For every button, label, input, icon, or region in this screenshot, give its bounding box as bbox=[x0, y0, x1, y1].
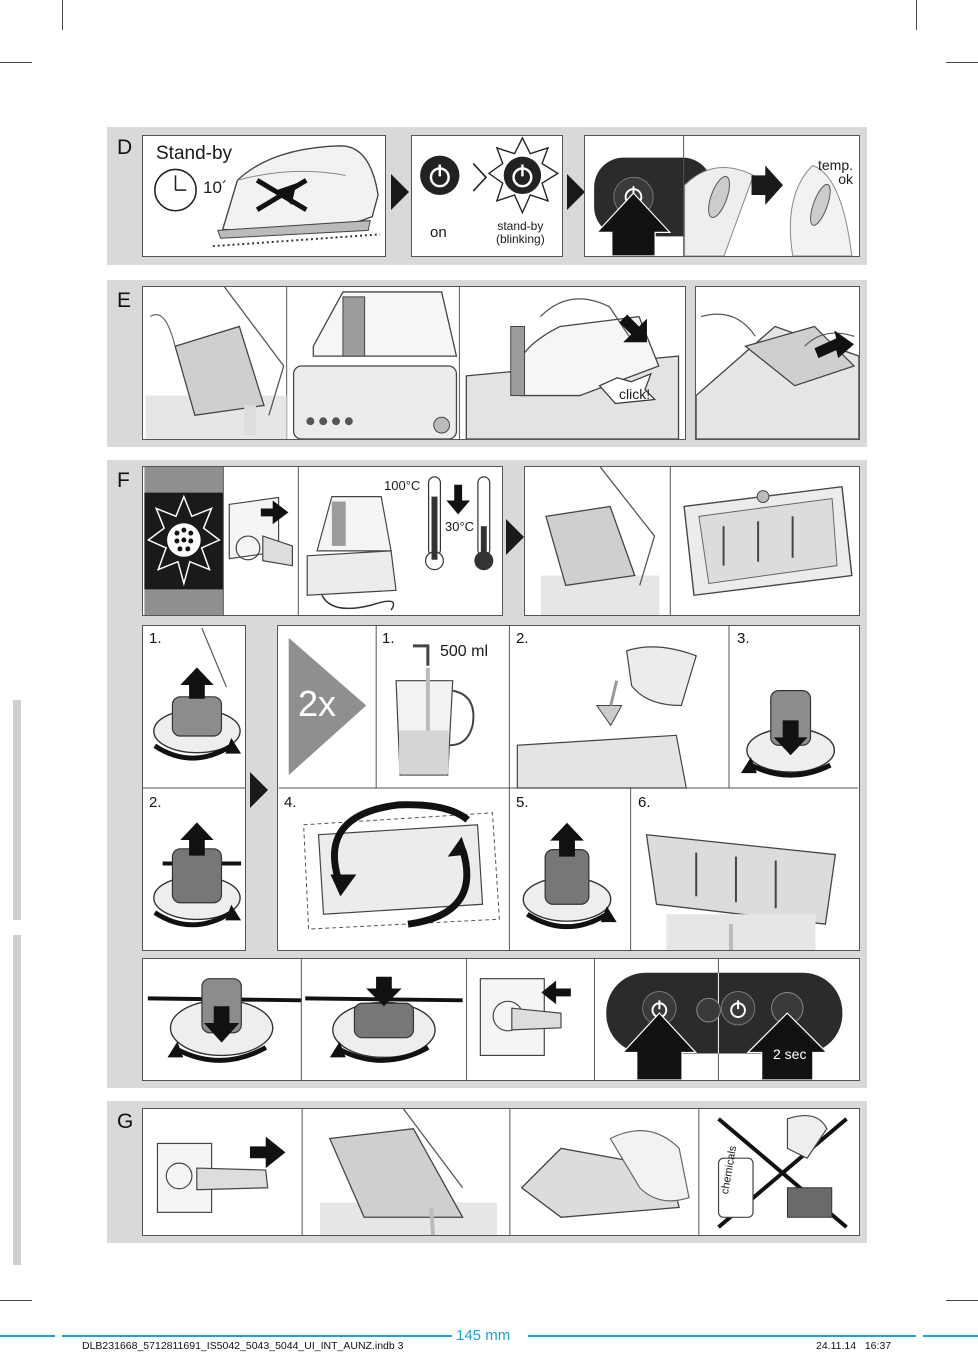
reassemble-illustration bbox=[147, 959, 843, 1080]
step-number: 3. bbox=[737, 630, 750, 647]
dimension-line bbox=[62, 1335, 452, 1337]
section-letter: E bbox=[117, 289, 132, 312]
date-time-label: 24.11.14 16:37 bbox=[816, 1340, 892, 1352]
timer-label: 10´ bbox=[203, 178, 228, 197]
standby-label: Stand-by bbox=[156, 143, 233, 164]
click-label: click! bbox=[619, 386, 651, 402]
next-arrow bbox=[506, 519, 524, 555]
cap-open-panel: 1. 2. bbox=[142, 625, 246, 951]
tank-insert-illustration bbox=[696, 313, 859, 439]
section-letter: G bbox=[117, 1110, 134, 1133]
dimension-line bbox=[0, 1335, 55, 1337]
crop-mark bbox=[916, 0, 917, 30]
temp-ok-label: temp. ok bbox=[817, 157, 853, 187]
power-button-panel: on stand-by (blinking) bbox=[411, 135, 563, 257]
tank-removal-panel: click! bbox=[142, 286, 686, 440]
step-number: 5. bbox=[516, 794, 529, 811]
crop-mark bbox=[0, 1300, 32, 1301]
step-number: 2. bbox=[149, 794, 162, 811]
width-label: 145 mm bbox=[456, 1327, 511, 1344]
section-e: E click! bbox=[107, 280, 867, 447]
next-arrow bbox=[567, 174, 585, 210]
dimension-line bbox=[528, 1335, 916, 1337]
section-g: G chemicals bbox=[107, 1101, 867, 1243]
cap-open-illustration bbox=[143, 627, 245, 928]
volume-label: 500 ml bbox=[440, 643, 489, 660]
temp-high-label: 100°C bbox=[384, 478, 421, 493]
on-label: on bbox=[430, 224, 447, 241]
section-d: D Stand-by 10´ on stand-by (bl bbox=[107, 127, 867, 265]
margin-bar bbox=[13, 935, 21, 1265]
descaling-cycle-panel: 2x 1. 500 ml 2. 3. 4. 5. 6. bbox=[277, 625, 860, 951]
step-number: 4. bbox=[284, 794, 297, 811]
tank-out-illustration bbox=[541, 467, 853, 615]
descaling-steps-illustration bbox=[278, 626, 859, 950]
section-f: F 100°C bbox=[107, 460, 867, 1088]
next-arrow bbox=[250, 772, 268, 808]
station-illustrations bbox=[145, 287, 680, 439]
crop-mark bbox=[62, 0, 63, 30]
standby-blinking-label: stand-by (blinking) bbox=[496, 219, 545, 246]
unplug-cool-panel: 100°C 30°C bbox=[142, 466, 503, 616]
reassemble-panel: 2 sec bbox=[142, 958, 860, 1081]
next-arrow bbox=[391, 174, 409, 210]
power-icons bbox=[420, 136, 560, 215]
crop-mark bbox=[946, 62, 978, 63]
button-press-panel: temp. ok bbox=[584, 135, 860, 257]
two-sec-label: 2 sec bbox=[773, 1046, 807, 1062]
section-letter: D bbox=[117, 136, 133, 159]
tank-insert-panel bbox=[695, 286, 860, 440]
step-number: 1. bbox=[149, 630, 162, 647]
tank-out-panel bbox=[524, 466, 860, 616]
margin-bar bbox=[13, 700, 21, 920]
standby-panel: Stand-by 10´ bbox=[142, 135, 386, 257]
iron-standby-illustration bbox=[154, 145, 381, 248]
step-number: 2. bbox=[516, 630, 529, 647]
descale-indicator-illustration bbox=[144, 467, 494, 615]
cleaning-panel: chemicals bbox=[142, 1108, 860, 1236]
dimension-line bbox=[923, 1335, 978, 1337]
temp-low-label: 30°C bbox=[445, 519, 475, 534]
section-letter: F bbox=[117, 469, 130, 492]
crop-mark bbox=[946, 1300, 978, 1301]
crop-mark bbox=[0, 62, 32, 63]
cleaning-illustration bbox=[156, 1109, 848, 1235]
repeat-label: 2x bbox=[298, 683, 337, 724]
temp-ok-illustration bbox=[594, 136, 853, 256]
step-number: 1. bbox=[382, 630, 395, 647]
filename-label: DLB231668_5712811691_IS5042_5043_5044_UI… bbox=[82, 1340, 404, 1352]
step-number: 6. bbox=[638, 794, 651, 811]
